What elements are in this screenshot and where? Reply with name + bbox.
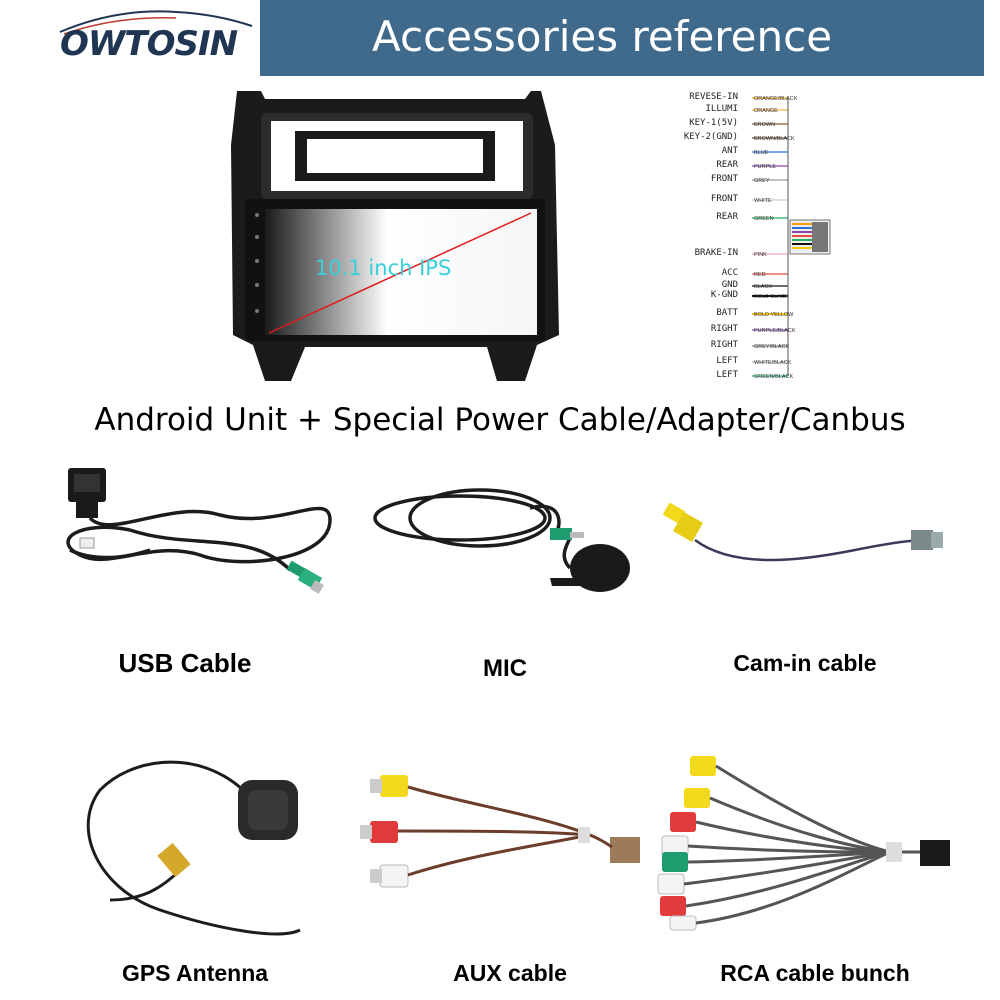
wire-label: RIGHT <box>710 340 738 350</box>
wire-label: REAR <box>716 212 738 222</box>
cam-in-cable-caption: Cam-in cable <box>733 650 877 676</box>
rca-cable-bunch-caption: RCA cable bunch <box>720 960 910 986</box>
wire-color-label: WHITE <box>754 198 772 204</box>
aux-cable-caption: AUX cable <box>453 960 567 986</box>
mic-image <box>373 488 630 592</box>
wiring-harness-diagram <box>752 97 831 377</box>
cam-in-cable-image <box>662 502 943 562</box>
wire-color-label: PURPLE <box>754 164 777 170</box>
wire-color-label: WHITE/BLACK <box>754 360 792 366</box>
main-caption: Android Unit + Special Power Cable/Adapt… <box>94 402 906 438</box>
wire-color-label: BOLD YELLOW <box>754 312 794 318</box>
wire-label: REAR <box>716 160 738 170</box>
wire-color-label: BROWN/BLACK <box>754 136 795 142</box>
wire-label: LEFT <box>716 356 738 366</box>
wire-label: BRAKE-IN <box>694 248 738 258</box>
wire-color-label: ORANGE <box>754 108 778 114</box>
page-title: Accessories reference <box>372 12 833 61</box>
wire-label: LEFT <box>716 370 738 380</box>
wiring-labels: REVESE-IN ILLUMI KEY-1(5V) KEY-2(GND) AN… <box>684 90 790 385</box>
logo-swoosh-icon <box>59 10 253 35</box>
wire-color-label: PINK <box>754 252 767 258</box>
wire-color-label: BOLD BLACK <box>754 294 789 300</box>
wire-label: FRONT <box>710 194 738 204</box>
wire-label: K-GND <box>710 290 738 300</box>
wire-label: KEY-1(5V) <box>689 118 738 128</box>
wire-color-label: GREEN <box>754 216 774 222</box>
wire-color-label: BLACK <box>754 284 773 290</box>
wire-color-label: BROWN <box>754 122 776 128</box>
wire-label: BATT <box>716 308 738 318</box>
wire-color-label: BLUE <box>754 150 769 156</box>
usb-cable-caption: USB Cable <box>118 648 252 678</box>
wire-label: FRONT <box>710 174 738 184</box>
gps-antenna-image <box>86 760 301 936</box>
wire-label: ILLUMI <box>705 104 738 114</box>
wire-color-labels: ORANGE/BLACK ORANGE BROWN BROWN/BLACK BL… <box>754 94 798 389</box>
rca-cable-bunch-image <box>657 756 950 931</box>
wire-color-label: RED <box>754 272 766 278</box>
brand-logo-text: OWTOSIN <box>60 24 238 64</box>
wire-label: REVESE-IN <box>689 92 738 102</box>
wire-label: ACC <box>721 268 738 278</box>
screen-size-label: 10.1 inch IPS <box>315 256 452 280</box>
aux-cable-image <box>360 775 640 888</box>
wire-label: KEY-2(GND) <box>683 132 738 142</box>
wire-label: ANT <box>721 146 738 156</box>
brand-logo <box>48 0 260 76</box>
wire-label: GND <box>721 280 738 290</box>
wire-color-label: GREY/BLACK <box>754 344 790 350</box>
mic-caption: MIC <box>483 655 527 682</box>
android-head-unit <box>231 91 559 381</box>
gps-antenna-caption: GPS Antenna <box>121 960 269 986</box>
wire-color-label: PURPLE/BLACK <box>754 328 796 334</box>
wire-color-label: ORANGE/BLACK <box>754 96 798 102</box>
wire-label: RIGHT <box>710 324 738 334</box>
wire-color-label: GREEN/BLACK <box>754 374 794 380</box>
wire-color-label: GREY <box>754 178 770 184</box>
usb-cable-image <box>66 468 332 594</box>
